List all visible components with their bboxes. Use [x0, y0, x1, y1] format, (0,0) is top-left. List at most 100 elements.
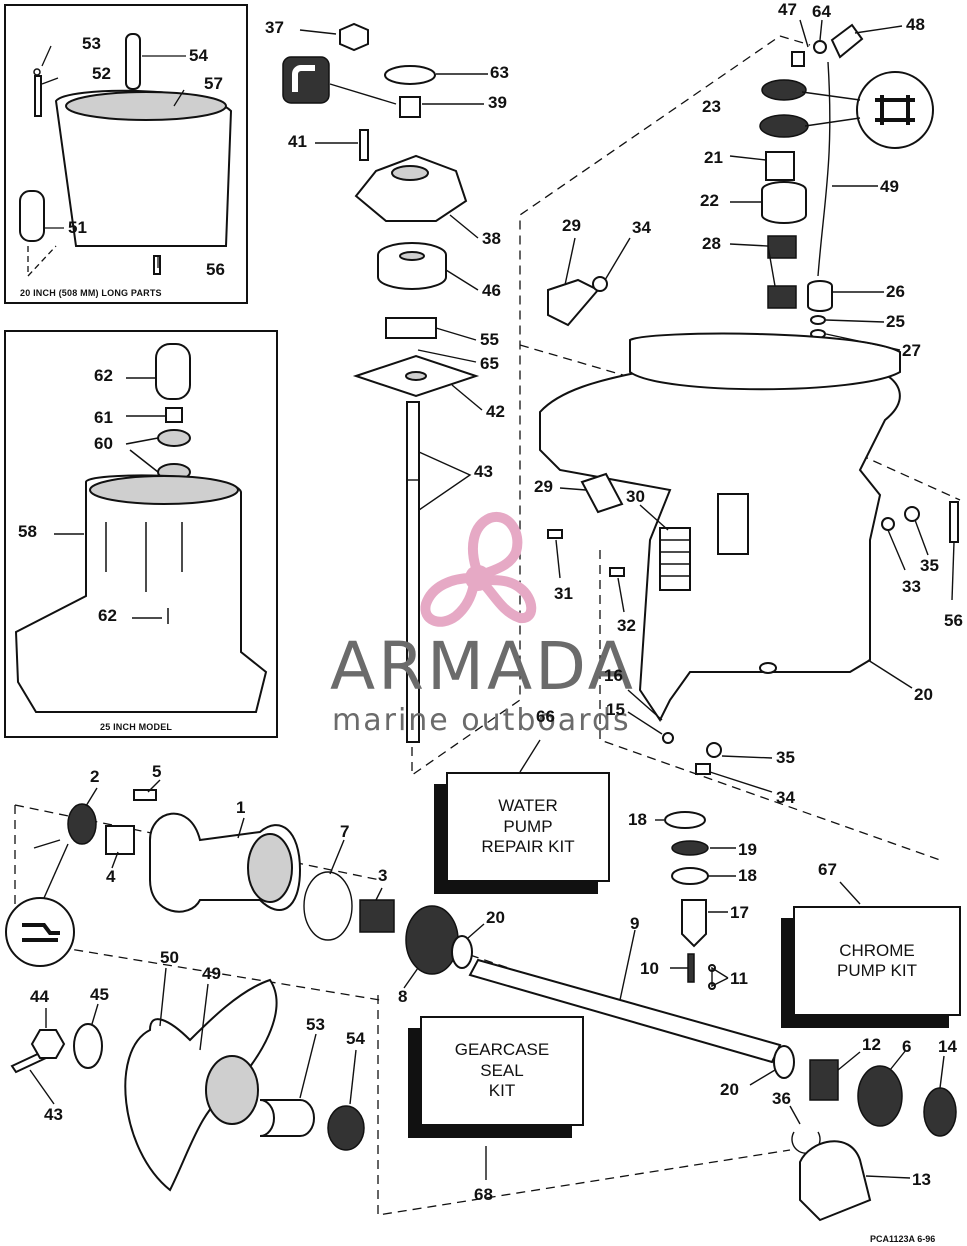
callout-28: 28 [702, 234, 721, 253]
callout-25: 25 [886, 312, 905, 331]
part-6 [857, 1065, 903, 1127]
part-16 [923, 1087, 957, 1137]
part-68 [813, 40, 827, 54]
callout-23: 22 [700, 191, 719, 210]
part-28b [767, 285, 797, 309]
part-5 [133, 789, 157, 801]
chrome-pump-kit-label: CHROME PUMP KIT [837, 940, 917, 980]
part-32 [609, 567, 625, 577]
part-38 [354, 154, 468, 222]
part-48 [791, 51, 805, 67]
part-26 [807, 280, 833, 312]
part-39 [399, 96, 421, 118]
callout-44: 43 [44, 1105, 63, 1124]
callout-35-right: 35 [920, 556, 939, 575]
callout-34-lower: 34 [776, 788, 795, 807]
part-34b [695, 763, 711, 775]
callout-45: 44 [30, 987, 49, 1006]
callout-68: 64 [812, 2, 831, 21]
callout-12: 12 [862, 1035, 881, 1054]
part-15 [759, 662, 777, 674]
callout-63: 60 [94, 434, 113, 453]
callout-37: 37 [265, 18, 284, 37]
part-22 [765, 151, 795, 181]
callout-17: 17 [730, 903, 749, 922]
callout-50: 46 [482, 281, 501, 300]
gearcase-housing [539, 276, 959, 775]
gear-and-shift-parts [664, 811, 957, 1222]
part-3 [359, 899, 395, 933]
part-31 [547, 529, 563, 539]
part-20b [773, 1045, 795, 1079]
part-19 [671, 840, 709, 856]
long-parts-caption: 20 INCH (508 MM) LONG PARTS [20, 288, 162, 298]
inset-25-inch-drawing [14, 343, 268, 713]
callout-1: 1 [236, 798, 246, 817]
part-25 [810, 315, 826, 325]
callout-47: 49 [880, 177, 899, 196]
callout-46: 45 [90, 985, 109, 1004]
armada-propeller-logo [420, 511, 537, 627]
gearcase-seal-kit-label: GEARCASE SEAL KIT [454, 1040, 550, 1101]
callout-32: 32 [617, 616, 636, 635]
callout-69: 65 [480, 354, 499, 373]
callout-31: 31 [554, 584, 573, 603]
callout-20-left: 20 [486, 908, 505, 927]
callout-20-right: 20 [720, 1080, 739, 1099]
part-24a [761, 79, 807, 101]
part-10 [687, 953, 695, 983]
callout-55: 56 [944, 611, 963, 630]
part-17 [681, 899, 707, 948]
callout-27: 27 [902, 341, 921, 360]
callout-72: 68 [474, 1185, 493, 1204]
callout-56: 55 [480, 330, 499, 349]
callout-57: 51 [68, 218, 87, 237]
callout-39: 39 [488, 93, 507, 112]
inset-long-parts: 53 52 54 57 51 56 20 INCH (508 MM) LONG … [4, 4, 248, 304]
callout-8: 8 [398, 987, 408, 1006]
callout-7: 7 [340, 822, 350, 841]
callout-2: 2 [90, 767, 100, 786]
part-14 [662, 732, 674, 744]
callout-13: 13 [912, 1170, 931, 1189]
bearing-tool-icon [856, 71, 934, 149]
part-53 [259, 1099, 315, 1137]
callout-61: 56 [206, 260, 225, 279]
callout-41: 41 [288, 132, 307, 151]
callout-64: 61 [94, 408, 113, 427]
callout-38: 38 [482, 229, 501, 248]
callout-4: 4 [106, 867, 116, 886]
part-49 [830, 23, 864, 59]
part-35b [706, 742, 722, 758]
callout-60: 54 [189, 46, 208, 65]
callout-21: 20 [914, 685, 933, 704]
part-4 [105, 825, 135, 855]
part-7 [303, 871, 353, 941]
gearcase-seal-kit-box: GEARCASE SEAL KIT [420, 1016, 584, 1126]
callout-18-lower: 18 [738, 866, 757, 885]
callout-59: 53 [82, 34, 101, 53]
part-55 [949, 501, 959, 543]
callout-35-lower: 35 [776, 748, 795, 767]
callout-49: 48 [906, 15, 925, 34]
lower-unit-parts [5, 789, 782, 1192]
callout-33: 34 [632, 218, 651, 237]
callout-14: 15 [606, 700, 625, 719]
callout-15: 16 [604, 666, 623, 685]
callout-24: 23 [702, 97, 721, 116]
callout-70: 66 [536, 707, 555, 726]
callout-58: 52 [92, 64, 111, 83]
part-41 [359, 129, 369, 161]
part-9-propshaft [468, 958, 782, 1064]
part-46 [73, 1023, 103, 1069]
part-24b [759, 114, 809, 138]
callout-67: 63 [490, 63, 509, 82]
part-52-hub [205, 1055, 259, 1125]
armada-tagline: marine outboards [332, 703, 631, 738]
part-18a [664, 811, 706, 829]
part-12 [809, 1059, 839, 1101]
part-43-driveshaft [406, 401, 420, 743]
callout-10: 10 [640, 959, 659, 978]
chrome-pump-kit-box: CHROME PUMP KIT [793, 906, 961, 1016]
callout-6: 6 [902, 1037, 912, 1056]
